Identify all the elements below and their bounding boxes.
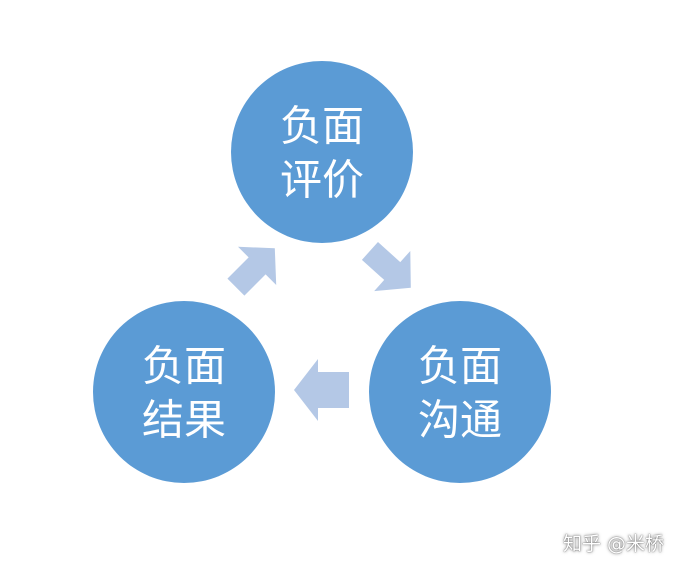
node-negative-communication: 负面 沟通 [369,301,551,483]
arrow-evaluation-to-communication-icon [361,242,411,292]
node-label-negative-evaluation-line1: 负面 [280,102,364,151]
node-negative-result: 负面 结果 [93,301,275,483]
arrow-result-to-evaluation-icon [227,246,277,296]
node-label-negative-communication-line1: 负面 [418,342,502,391]
watermark-label: 知乎 @米桥 [562,533,664,555]
node-circle-negative-evaluation [231,61,413,243]
node-label-negative-result-line2: 结果 [142,396,226,445]
node-circle-negative-result [93,301,275,483]
arrow-communication-to-result-icon [294,359,349,421]
node-label-negative-result-line1: 负面 [142,342,226,391]
node-label-negative-evaluation-line2: 评价 [280,156,364,205]
node-label-negative-communication-line2: 沟通 [418,396,502,445]
node-negative-evaluation: 负面 评价 [231,61,413,243]
node-circle-negative-communication [369,301,551,483]
